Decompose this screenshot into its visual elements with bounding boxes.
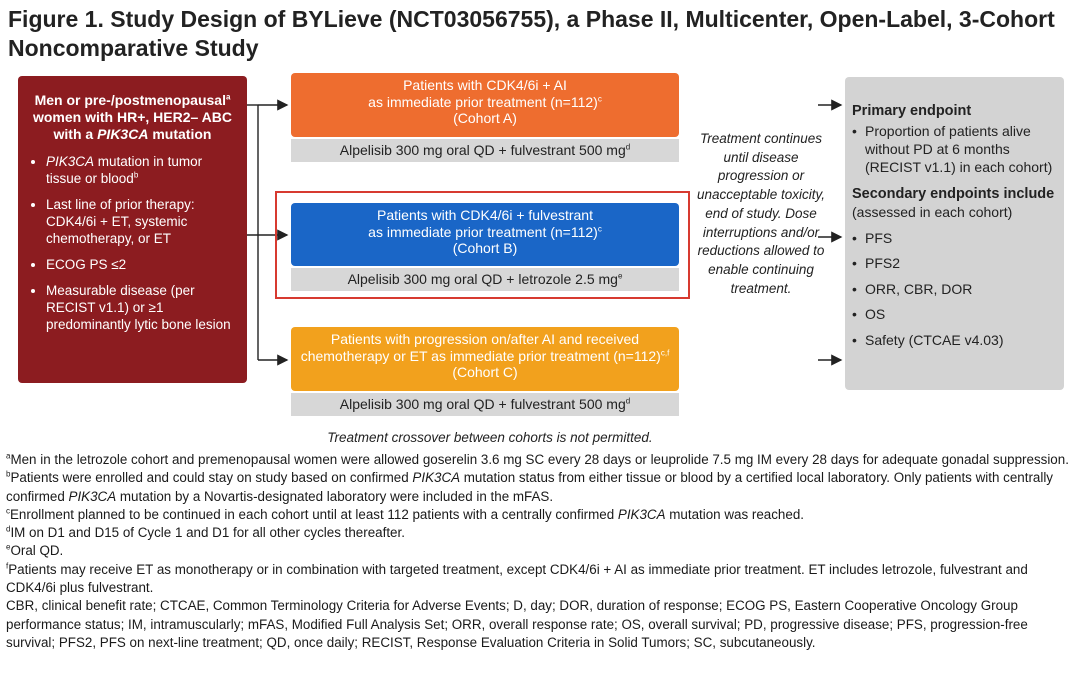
- footnote: dIM on D1 and D15 of Cycle 1 and D1 for …: [6, 524, 405, 541]
- cohort-b-treatment: Alpelisib 300 mg oral QD + letrozole 2.5…: [291, 268, 679, 291]
- cohort-a-box: Patients with CDK4/6i + AI as immediate …: [291, 73, 679, 137]
- criteria-item: Measurable disease (per RECIST v1.1) or …: [46, 282, 237, 333]
- criteria-item: Last line of prior therapy: CDK4/6i + ET…: [46, 196, 237, 247]
- primary-endpoint-heading: Primary endpoint: [852, 103, 972, 119]
- cohort-a-treatment: Alpelisib 300 mg oral QD + fulvestrant 5…: [291, 139, 679, 162]
- secondary-endpoints-heading: Secondary endpoints include: [852, 186, 1055, 202]
- footnote: cEnrollment planned to be continued in e…: [6, 506, 804, 522]
- secondary-endpoint-item: PFS: [852, 229, 1056, 247]
- crossover-note: Treatment crossover between cohorts is n…: [327, 430, 653, 445]
- cohort-c-treatment: Alpelisib 300 mg oral QD + fulvestrant 5…: [291, 393, 679, 416]
- secondary-endpoints-subheading: (assessed in each cohort): [852, 204, 1013, 220]
- footnotes: aMen in the letrozole cohort and premeno…: [6, 451, 1076, 652]
- criteria-item: ECOG PS ≤2: [46, 256, 237, 273]
- population-heading: Men or pre-/postmenopausala women with H…: [32, 92, 232, 142]
- criteria-item: PIK3CA mutation in tumor tissue or blood…: [46, 153, 237, 187]
- primary-endpoint-list: Proportion of patients alive without PD …: [852, 122, 1056, 176]
- secondary-endpoint-item: PFS2: [852, 254, 1056, 272]
- figure-title: Figure 1. Study Design of BYLieve (NCT03…: [8, 6, 1055, 61]
- secondary-endpoint-item: ORR, CBR, DOR: [852, 280, 1056, 298]
- footnote: eOral QD.: [6, 543, 64, 559]
- treatment-continuation-note: Treatment continues until disease progre…: [696, 131, 826, 296]
- secondary-endpoint-item: OS: [852, 305, 1056, 323]
- primary-endpoint-item: Proportion of patients alive without PD …: [852, 122, 1056, 176]
- cohort-c-box: Patients with progression on/after AI an…: [291, 327, 679, 391]
- eligibility-criteria-list: PIK3CA mutation in tumor tissue or blood…: [28, 153, 237, 333]
- endpoints-panel: Primary endpoint Proportion of patients …: [845, 77, 1064, 390]
- cohort-b-highlight-frame: [275, 191, 690, 299]
- secondary-endpoint-item: Safety (CTCAE v4.03): [852, 331, 1056, 349]
- footnote: bPatients were enrolled and could stay o…: [6, 469, 1053, 504]
- cohort-b-box: Patients with CDK4/6i + fulvestrant as i…: [291, 203, 679, 266]
- secondary-endpoints-list: PFS PFS2 ORR, CBR, DOR OS Safety (CTCAE …: [852, 229, 1056, 349]
- patient-population-box: Men or pre-/postmenopausala women with H…: [18, 76, 247, 383]
- abbreviations: CBR, clinical benefit rate; CTCAE, Commo…: [6, 598, 1028, 650]
- footnote: fPatients may receive ET as monotherapy …: [6, 561, 1028, 596]
- footnote: aMen in the letrozole cohort and premeno…: [6, 451, 1069, 467]
